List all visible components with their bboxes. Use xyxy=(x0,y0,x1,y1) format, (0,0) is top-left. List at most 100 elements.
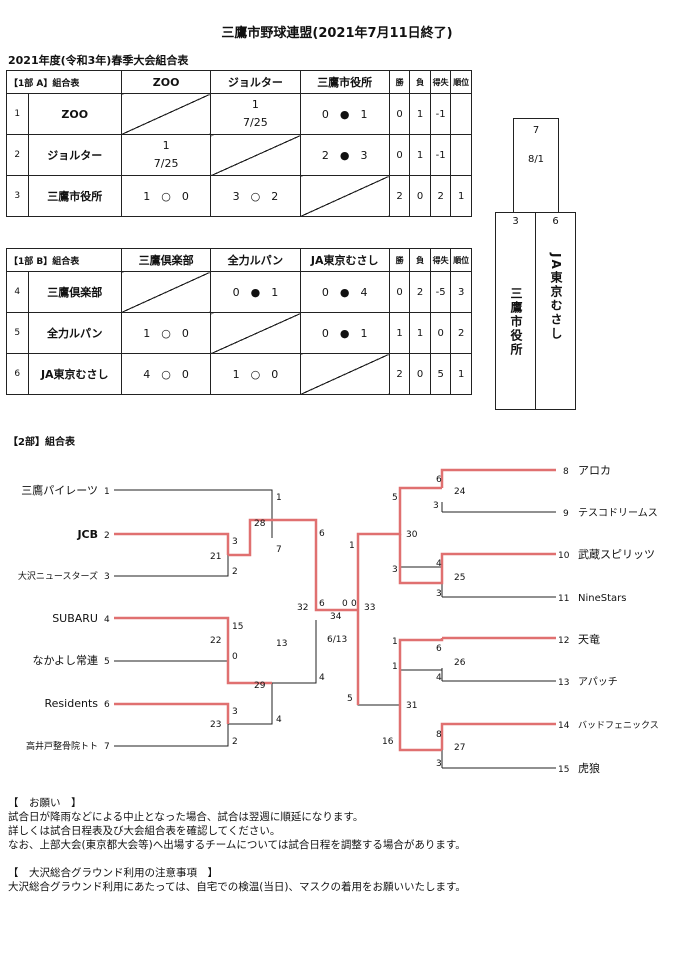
bracket-labels: 21 22 23 28 29 32 34 6/13 33 30 31 24 25… xyxy=(210,475,466,769)
score: 0 xyxy=(232,652,238,662)
diagonal-cell xyxy=(210,312,301,354)
game-label: 29 xyxy=(254,681,266,691)
team-name: 大沢ニュースターズ xyxy=(18,570,98,582)
final-game-box: 7 8/1 xyxy=(513,118,559,213)
stat-cell: 2 xyxy=(450,312,472,354)
final-left-no: 3 xyxy=(512,216,519,227)
score: 1 xyxy=(392,662,398,672)
seed-no: 13 xyxy=(558,678,569,688)
section2-label: 【2部】組合表 xyxy=(8,437,75,448)
score: 6 xyxy=(319,599,325,609)
diagonal-cell xyxy=(120,93,212,135)
score: 0 xyxy=(351,599,357,609)
stat-cell: 0 xyxy=(409,175,431,217)
seed-no: 4 xyxy=(104,615,110,625)
notes-line: なお、上部大会(東京都大会等)へ出場するチームについては試合日程を調整する場合が… xyxy=(8,839,466,851)
stat-header: 勝 xyxy=(388,70,411,94)
group-b-table: 【1部 B】組合表 三鷹倶楽部 全力ルパン JA東京むさし 勝 負 得失 順位 … xyxy=(6,248,472,395)
score: 3 xyxy=(232,707,238,717)
team-name: JCB xyxy=(76,528,98,541)
score: 7 xyxy=(276,545,282,555)
game-label: 21 xyxy=(210,552,221,562)
team-name: ジョルター xyxy=(27,134,122,176)
seed-no: 14 xyxy=(558,721,570,731)
division1-final: 7 8/1 3 三鷹市役所 6 JA東京むさし xyxy=(495,108,576,410)
result-cell: 1 ○ 0 xyxy=(120,312,212,354)
notes-line: 大沢総合グラウンド利用にあたっては、自宅での検温(当日)、マスクの着用をお願いい… xyxy=(8,881,466,893)
stat-cell: 2 xyxy=(409,271,431,313)
stat-cell: 1 xyxy=(409,312,431,354)
stat-cell: 2 xyxy=(429,175,452,217)
stat-cell: 2 xyxy=(388,175,411,217)
result-cell: 2 ● 3 xyxy=(299,134,390,176)
team-name: ZOO xyxy=(27,93,122,135)
game-label: 26 xyxy=(454,658,466,668)
division2-bracket: 三鷹パイレーツ JCB 大沢ニュースターズ SUBARU なかよし常連 Resi… xyxy=(18,464,659,775)
score: 3 xyxy=(392,565,398,575)
team-name: 高井戸整骨院トト xyxy=(26,740,98,752)
final-game-no: 7 xyxy=(532,125,540,136)
row-no: 6 xyxy=(6,353,29,395)
score: 1 xyxy=(276,493,282,503)
team-name: 全力ルパン xyxy=(27,312,122,354)
team-name: 三鷹市役所 xyxy=(27,175,122,217)
game-label: 31 xyxy=(406,701,417,711)
game-label: 22 xyxy=(210,636,221,646)
score: 8 xyxy=(436,730,442,740)
stat-header: 順位 xyxy=(450,70,472,94)
game-label: 24 xyxy=(454,487,466,497)
stat-cell: -5 xyxy=(429,271,452,313)
stat-header: 負 xyxy=(409,70,431,94)
team-name: Residents xyxy=(45,697,99,710)
stat-cell: 1 xyxy=(409,134,431,176)
notes-heading: 【 お願い 】 xyxy=(8,797,82,809)
col-header: ZOO xyxy=(120,70,212,94)
seed-no: 7 xyxy=(104,742,110,752)
stat-cell: 3 xyxy=(450,271,472,313)
stat-header: 負 xyxy=(409,248,431,272)
final-right-team: JA東京むさし xyxy=(549,253,563,341)
game-label: 6/13 xyxy=(327,635,347,645)
stat-cell: 1 xyxy=(450,175,472,217)
stat-cell: 1 xyxy=(388,312,411,354)
game-label: 28 xyxy=(254,519,266,529)
score: 13 xyxy=(276,639,287,649)
seed-no: 5 xyxy=(104,657,110,667)
table-row: 6 JA東京むさし 4 ○ 0 1 ○ 0 2 0 5 1 xyxy=(6,353,472,395)
game-label: 23 xyxy=(210,720,221,730)
score: 3 xyxy=(436,759,442,769)
score: 6 xyxy=(436,644,442,654)
score: 4 xyxy=(436,559,442,569)
score: 4 xyxy=(436,673,442,683)
row-no: 2 xyxy=(6,134,29,176)
game-label: 25 xyxy=(454,573,465,583)
notes-line: 試合日が降雨などによる中止となった場合、試合は翌週に順延になります。 xyxy=(8,811,364,823)
diagonal-cell xyxy=(299,353,390,395)
game-label: 33 xyxy=(364,603,375,613)
tournament-subtitle: 2021年度(令和3年)春季大会組合表 xyxy=(8,54,189,67)
team-name: 武蔵スピリッツ xyxy=(578,548,655,561)
col-header: ジョルター xyxy=(210,70,301,94)
stat-cell: -1 xyxy=(429,134,452,176)
stat-cell xyxy=(450,93,472,135)
stat-cell xyxy=(450,134,472,176)
seed-no: 6 xyxy=(104,700,110,710)
group-a-label: 【1部 A】組合表 xyxy=(6,70,122,94)
score: 0 xyxy=(342,599,348,609)
score: 1 xyxy=(392,637,398,647)
score: 3 xyxy=(232,537,238,547)
col-header: 全力ルパン xyxy=(210,248,301,272)
team-name: JA東京むさし xyxy=(27,353,122,395)
team-name: 三鷹パイレーツ xyxy=(21,483,98,497)
team-name: 三鷹倶楽部 xyxy=(27,271,122,313)
score: 3 xyxy=(433,501,439,511)
result-cell: 1 7/25 xyxy=(120,134,212,176)
game-label: 27 xyxy=(454,743,465,753)
stat-cell: 2 xyxy=(388,353,411,395)
score: 4 xyxy=(319,673,325,683)
score: 4 xyxy=(276,715,282,725)
seed-no: 8 xyxy=(563,467,569,477)
team-name: アロカ xyxy=(578,464,611,477)
team-name: 天竜 xyxy=(578,632,600,646)
stat-cell: 1 xyxy=(409,93,431,135)
